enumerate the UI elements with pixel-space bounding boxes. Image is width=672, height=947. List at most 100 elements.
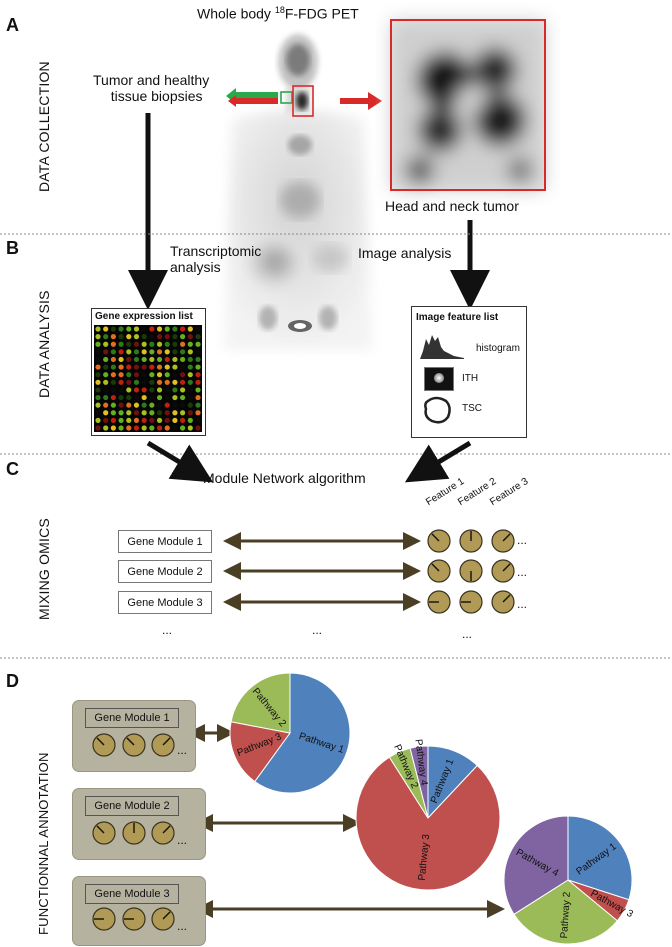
microarray-spot bbox=[180, 387, 186, 393]
microarray-spot bbox=[103, 425, 109, 431]
microarray-spot bbox=[164, 402, 170, 408]
microarray-spot bbox=[103, 334, 109, 340]
microarray-spot bbox=[95, 394, 101, 401]
dial-icon bbox=[459, 559, 483, 583]
microarray-spot bbox=[103, 387, 109, 393]
microarray-spot bbox=[180, 334, 186, 340]
microarray-spot bbox=[187, 349, 193, 355]
microarray-spot bbox=[172, 379, 178, 385]
tsc-thumbnail bbox=[424, 396, 451, 424]
microarray-spot bbox=[118, 372, 124, 378]
microarray-spot bbox=[141, 326, 147, 332]
microarray-spot bbox=[187, 334, 193, 340]
microarray-spot bbox=[195, 356, 201, 363]
microarray-spot bbox=[149, 379, 155, 385]
microarray-spot bbox=[95, 402, 101, 408]
microarray-spot bbox=[110, 387, 116, 393]
microarray-spot bbox=[149, 387, 155, 393]
dial-icon bbox=[151, 733, 175, 757]
microarray-spot bbox=[195, 387, 201, 393]
microarray-spot bbox=[187, 417, 193, 423]
microarray-spot bbox=[126, 349, 132, 355]
microarray-spot bbox=[126, 410, 132, 416]
panel-letter-d: D bbox=[6, 671, 19, 691]
biopsy-label-line1: Tumor and healthy bbox=[93, 72, 210, 88]
microarray-spot bbox=[156, 364, 163, 370]
d-gene-module-1: Gene Module 1 bbox=[85, 708, 179, 728]
c-ellipsis-row1: ... bbox=[517, 533, 528, 547]
gene-expression-list: Gene expression list bbox=[91, 308, 206, 436]
microarray-spot bbox=[110, 356, 116, 363]
microarray-spot bbox=[95, 372, 101, 378]
feature-ith: ITH bbox=[462, 373, 479, 384]
microarray-spot bbox=[95, 356, 101, 363]
microarray-spot bbox=[187, 387, 193, 393]
microarray-spot bbox=[195, 425, 201, 431]
microarray-spot bbox=[180, 326, 186, 332]
pie-slice bbox=[513, 879, 619, 945]
microarray-spot bbox=[133, 341, 140, 347]
microarray-spot bbox=[156, 372, 163, 378]
dial-icon bbox=[92, 907, 116, 931]
panel-letter-b: B bbox=[6, 238, 19, 258]
microarray-spot bbox=[156, 394, 163, 401]
microarray-spot bbox=[187, 410, 193, 416]
microarray-spot bbox=[187, 379, 193, 385]
microarray-spot bbox=[95, 341, 101, 347]
microarray-spot bbox=[133, 326, 140, 332]
c-ellipsis-row2: ... bbox=[517, 565, 528, 579]
microarray-spot bbox=[149, 364, 155, 370]
microarray-spot bbox=[172, 349, 178, 355]
d-gene-module-2: Gene Module 2 bbox=[85, 796, 179, 816]
d-gene-module-3: Gene Module 3 bbox=[85, 884, 179, 904]
microarray-spot bbox=[195, 379, 201, 385]
microarray-spot bbox=[164, 334, 170, 340]
microarray-spot bbox=[110, 410, 116, 416]
microarray-spot bbox=[118, 394, 124, 401]
microarray-spot bbox=[187, 372, 193, 378]
microarray-spot bbox=[95, 364, 101, 370]
dial-icon bbox=[427, 559, 451, 583]
microarray-spot bbox=[180, 402, 186, 408]
microarray-spot bbox=[95, 387, 101, 393]
microarray-spot bbox=[195, 349, 201, 355]
microarray-spot bbox=[103, 379, 109, 385]
microarray-spot bbox=[156, 379, 163, 385]
microarray-spot bbox=[95, 410, 101, 416]
dial-icon bbox=[491, 559, 515, 583]
microarray-spot bbox=[133, 334, 140, 340]
microarray-spot bbox=[164, 364, 170, 370]
microarray-spot bbox=[110, 394, 116, 401]
c-gene-module-3: Gene Module 3 bbox=[118, 591, 212, 614]
dial-icon bbox=[459, 590, 483, 614]
microarray-spot bbox=[195, 334, 201, 340]
microarray-spot bbox=[118, 417, 124, 423]
healthy-biopsy-marker bbox=[280, 91, 293, 104]
microarray-spot bbox=[187, 402, 193, 408]
microarray-spot bbox=[149, 334, 155, 340]
c-ellipsis-features: ... bbox=[462, 627, 473, 641]
microarray-spot bbox=[103, 349, 109, 355]
microarray-spot bbox=[164, 410, 170, 416]
dial-icon bbox=[427, 590, 451, 614]
dial-icon bbox=[151, 907, 175, 931]
microarray-spot bbox=[118, 349, 124, 355]
microarray-spot bbox=[103, 341, 109, 347]
microarray-spot bbox=[126, 417, 132, 423]
microarray-spot bbox=[141, 417, 147, 423]
microarray-spot bbox=[180, 372, 186, 378]
microarray-spot bbox=[180, 425, 186, 431]
pie-slice bbox=[230, 672, 291, 734]
pet-title: Whole body 18F-FDG PET bbox=[197, 5, 359, 22]
microarray-spot bbox=[118, 326, 124, 332]
dial-icon bbox=[122, 821, 146, 845]
microarray-spot bbox=[172, 364, 178, 370]
microarray-spot bbox=[110, 341, 116, 347]
d-ellipsis-2: ... bbox=[177, 833, 188, 847]
microarray-spot bbox=[172, 387, 178, 393]
microarray-spot bbox=[110, 379, 116, 385]
microarray-spot bbox=[118, 334, 124, 340]
dial-icon bbox=[151, 821, 175, 845]
